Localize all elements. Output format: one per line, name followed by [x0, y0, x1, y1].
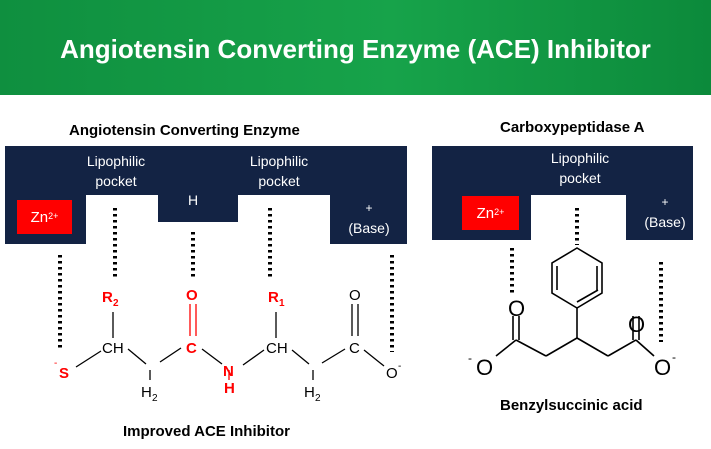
left-carboxylate-oxygen: O — [476, 355, 493, 380]
ace-carbonyl-double-bond — [189, 304, 197, 336]
right-carboxylate-oxygen: O — [654, 355, 671, 380]
ace-active-site — [5, 146, 407, 244]
r1-subscript: 1 — [279, 298, 285, 309]
ace-title: Angiotensin Converting Enzyme — [69, 122, 300, 139]
left-oxygen-charge: - — [468, 351, 472, 365]
benzylsuccinic-double-bonds — [512, 316, 640, 340]
acid-oxygen: O — [349, 287, 361, 304]
ace-atom-labels: - S R 2 CH H 2 O C N H R 1 CH H 2 O C O … — [54, 287, 401, 404]
ace-interaction-dots — [58, 208, 394, 352]
s-charge: - — [54, 358, 57, 369]
cpa-interaction-dots — [510, 208, 663, 342]
sulfur-atom: S — [59, 365, 69, 382]
carbonyl-carbon: C — [186, 340, 197, 357]
benzylsuccinic-bonds — [495, 247, 655, 357]
right-carbonyl-oxygen: O — [628, 312, 645, 337]
amide-nitrogen: N — [223, 363, 234, 380]
left-carbonyl-oxygen: O — [508, 296, 525, 321]
r2-subscript: 2 — [113, 298, 119, 309]
ace-inhibitor-bonds — [75, 312, 385, 380]
cpa-title: Carboxypeptidase A — [500, 119, 645, 136]
amide-hydrogen: H — [224, 380, 235, 397]
cpa-base-label: +(Base) — [644, 195, 686, 230]
acid-carbon: C — [349, 340, 360, 357]
header-banner: Angiotensin Converting Enzyme (ACE) Inhi… — [0, 0, 711, 95]
ch2-atom-1: H — [141, 384, 152, 401]
carbonyl-oxygen: O — [186, 287, 198, 304]
ace-inhibitor-caption: Improved ACE Inhibitor — [123, 423, 290, 440]
ace-base-label: +(Base) — [348, 201, 390, 236]
ch2-subscript-1: 2 — [152, 393, 158, 404]
benzylsuccinic-atom-labels: - O O O O - — [468, 296, 676, 380]
r2-group: R — [102, 289, 113, 306]
ch2-subscript-2: 2 — [315, 393, 321, 404]
ace-h-site-label: H — [187, 192, 199, 208]
benzylsuccinic-caption: Benzylsuccinic acid — [500, 397, 643, 414]
carboxylate-charge: - — [398, 361, 401, 372]
ch-atom-1: CH — [102, 340, 124, 357]
ch-atom-2: CH — [266, 340, 288, 357]
ch2-atom-2: H — [304, 384, 315, 401]
carboxylate-oxygen: O — [386, 365, 398, 382]
page-title: Angiotensin Converting Enzyme (ACE) Inhi… — [60, 34, 651, 64]
right-oxygen-charge: - — [672, 350, 676, 364]
ace-acid-double-bond — [351, 304, 359, 336]
r1-group: R — [268, 289, 279, 306]
